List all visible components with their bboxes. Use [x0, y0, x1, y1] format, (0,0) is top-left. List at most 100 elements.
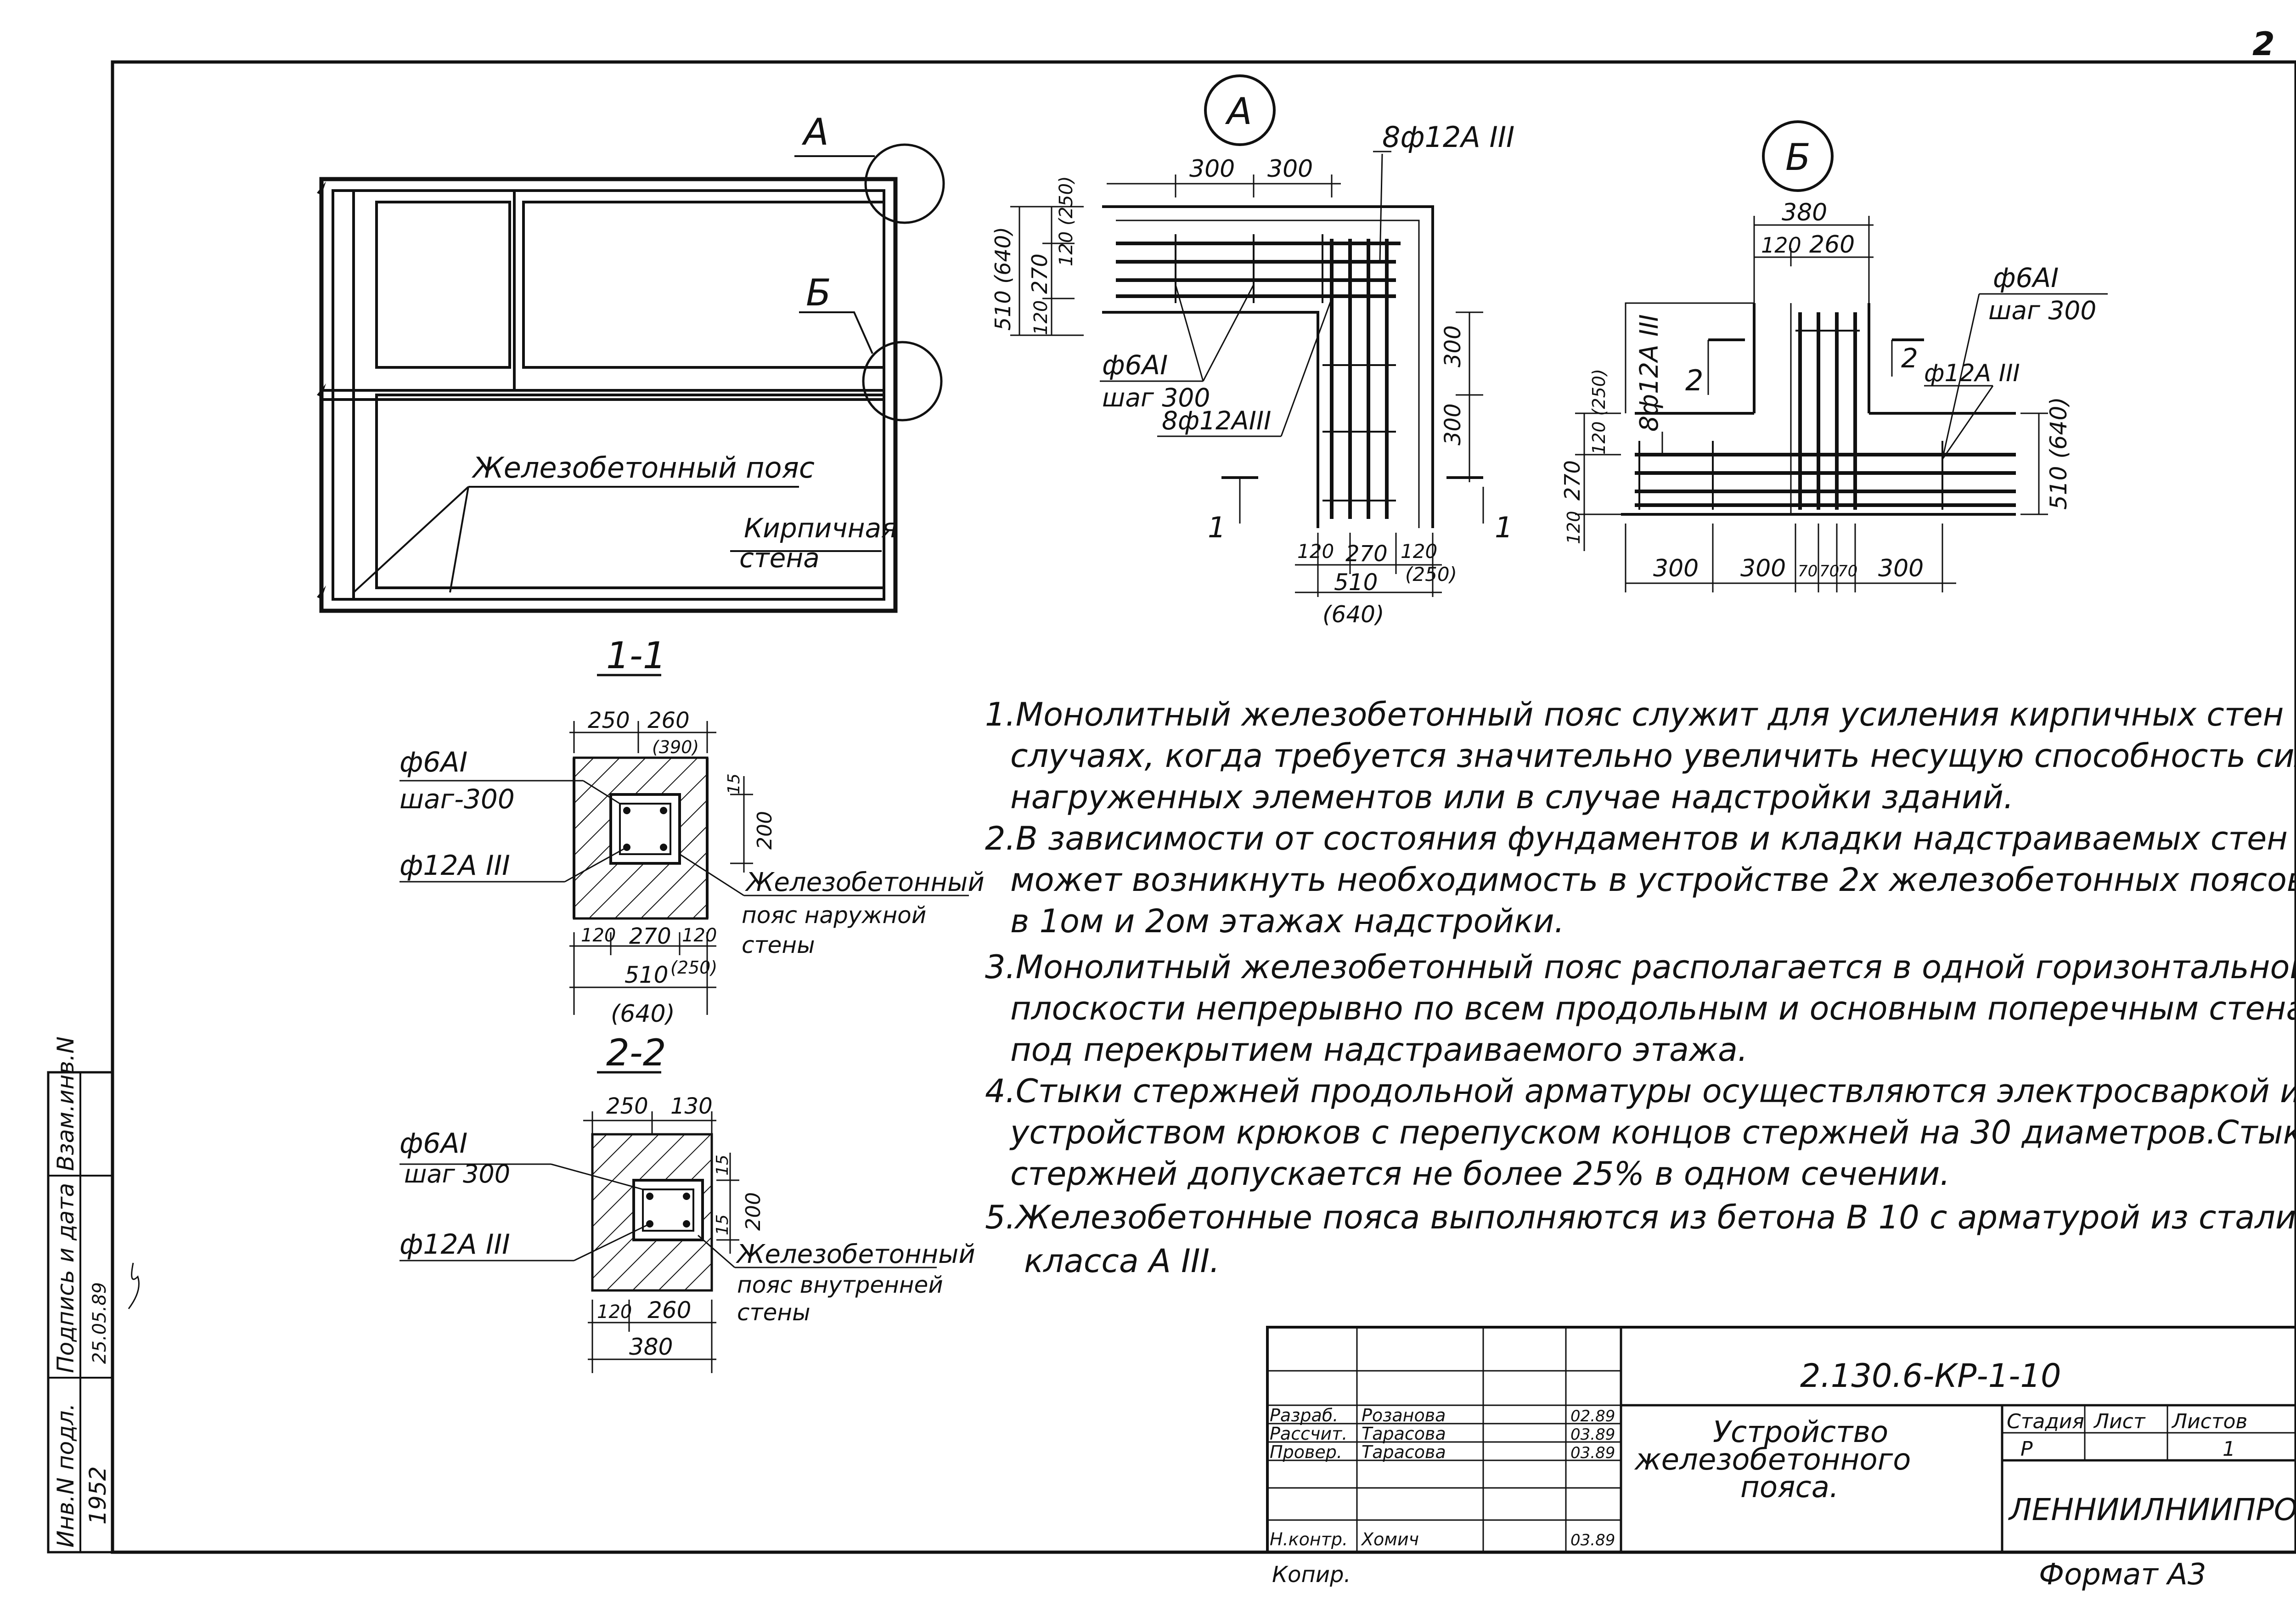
section-2-stirrup-2: шаг 300	[404, 1160, 510, 1188]
floor-plan: А Б Железобетонный пояс Кирпичная стена	[317, 111, 945, 613]
stamp-col-signature: Подпись и дата	[52, 1183, 79, 1373]
section-2-dim-120: 120	[597, 1301, 632, 1323]
stage-value: Р	[2020, 1437, 2033, 1461]
row-0-date: 02.89	[1570, 1407, 1615, 1425]
detail-a-stirrup-1: ф6АI	[1102, 349, 1168, 381]
row-0-role: Разраб.	[1270, 1405, 1338, 1425]
detail-a-dim-510-640: 510 (640)	[990, 227, 1015, 331]
detail-b-b70-3: 70	[1838, 562, 1857, 580]
detail-a-bottom-250: (250)	[1405, 563, 1457, 586]
note-line: нагруженных элементов или в случае надст…	[1010, 778, 2014, 816]
section-2-2: 2-2 250 130 ф6АI шаг 300 ф12А III 15 200…	[400, 1031, 975, 1373]
section-1-rebar: ф12А III	[400, 850, 510, 882]
note-line: может возникнуть необходимость в устройс…	[1010, 861, 2296, 899]
detail-a-rebar-bottom: 8ф12АIII	[1162, 406, 1271, 435]
section-2-stirrup-1: ф6АI	[400, 1127, 467, 1160]
section-1-callout-2: пояс наружной	[742, 902, 926, 929]
row-1-role: Рассчит.	[1270, 1424, 1347, 1444]
note-line: 1.Монолитный железобетонный пояс служит …	[985, 696, 2296, 733]
drawing-title-3: пояса.	[1740, 1470, 1839, 1504]
detail-a-dim-300-2: 300	[1267, 155, 1313, 183]
note-line: устройством крюков с перепуском концов с…	[1010, 1114, 2296, 1151]
detail-b-b300-2: 300	[1740, 555, 1786, 582]
section-2-callout-3: стены	[737, 1299, 810, 1326]
detail-b: Б 380 120 260 ф6АI шаг 30	[1560, 120, 2108, 592]
row-3-date: 03.89	[1570, 1531, 1615, 1549]
detail-b-section-right: 2	[1901, 343, 1918, 374]
detail-b-dim-260: 260	[1809, 231, 1855, 259]
page-number: 2	[2252, 25, 2275, 63]
detail-a-dim-v300-2: 300	[1440, 403, 1466, 445]
detail-a-bottom-510: 510	[1334, 569, 1378, 596]
stage-header: Стадия	[2007, 1410, 2084, 1433]
detail-a: А 8ф12А III 300 300	[990, 74, 1514, 628]
section-1-dim-250b: (250)	[670, 957, 717, 978]
section-1-dim-15: 15	[725, 773, 743, 794]
row-2-date: 03.89	[1570, 1444, 1615, 1462]
section-1-title: 1-1	[606, 634, 666, 677]
detail-a-stirrup-2: шаг 300	[1102, 383, 1210, 412]
note-line: в 1ом и 2ом этажах надстройки.	[1010, 902, 1564, 940]
detail-b-section-left: 2	[1685, 364, 1703, 397]
row-2-role: Провер.	[1270, 1442, 1342, 1462]
sheet-format: Формат А3	[2039, 1558, 2206, 1592]
title-block: 2.130.6-КР-1-10 Устройство железобетонно…	[1266, 1326, 2296, 1592]
row-0-name: Розанова	[1362, 1405, 1446, 1425]
section-1-stirrup-2: шаг-300	[400, 783, 515, 815]
detail-a-dim-v300-1: 300	[1440, 325, 1466, 367]
detail-b-dim-270: 270	[1560, 460, 1585, 501]
plan-wall-label-1: Кирпичная	[744, 513, 897, 544]
section-1-dim-120: 120	[581, 925, 616, 946]
section-1-callout-3: стены	[742, 932, 815, 958]
section-1-dim-120b: 120	[682, 925, 717, 946]
detail-b-stirrup-2: шаг 300	[1988, 296, 2096, 325]
stamp-inv-number: 1952	[84, 1466, 111, 1525]
section-2-dim-250: 250	[606, 1093, 648, 1119]
section-2-dim-260: 260	[647, 1297, 691, 1324]
detail-a-bottom-270: 270	[1345, 541, 1388, 567]
detail-b-marker: Б	[1785, 136, 1811, 179]
section-2-callout-1: Железобетонный	[736, 1239, 975, 1269]
stamp-col-inv-orig: Инв.N подл.	[52, 1403, 79, 1548]
detail-b-rebar-left: 8ф12А III	[1634, 314, 1664, 432]
section-1-dim-390: (390)	[652, 737, 699, 757]
sheet-header: Лист	[2093, 1410, 2146, 1433]
section-2-dim-15b: 15	[713, 1214, 732, 1235]
section-1-dim-510: 510	[625, 962, 668, 988]
section-1-1: 1-1 250 260 (390) ф6АI шаг-300 ф12А III …	[400, 634, 985, 1028]
detail-a-dim-270: 270	[1027, 253, 1052, 294]
detail-a-bottom-640: (640)	[1322, 601, 1384, 628]
row-1-name: Тарасова	[1362, 1424, 1446, 1444]
section-1-dim-250: 250	[588, 708, 630, 733]
section-2-dim-200: 200	[742, 1192, 765, 1231]
section-1-dim-260: 260	[647, 708, 690, 733]
note-line: 5.Железобетонные пояса выполняются из бе…	[985, 1199, 2296, 1236]
drawing-code: 2.130.6-КР-1-10	[1800, 1357, 2061, 1395]
section-2-dim-380: 380	[629, 1334, 673, 1360]
stamp-date: 25.05.89	[89, 1282, 110, 1364]
row-1-date: 03.89	[1570, 1425, 1615, 1444]
detail-a-bottom-120: 120	[1297, 540, 1334, 563]
detail-b-dim-120: 120	[1761, 233, 1801, 258]
detail-b-dim-120b: 120	[1564, 511, 1584, 544]
note-line: под перекрытием надстраиваемого этажа.	[1010, 1031, 1748, 1069]
sheets-value: 1	[2223, 1437, 2235, 1461]
detail-a-dim-120-250: 120 (250)	[1056, 176, 1077, 266]
section-1-callout-1: Железобетонный	[745, 867, 985, 897]
drawing-title-1: Устройство	[1713, 1415, 1888, 1449]
section-1-stirrup-1: ф6АI	[400, 746, 467, 778]
detail-b-dim-510-640: 510 (640)	[2045, 397, 2072, 510]
detail-b-dim-120-250: 120 (250)	[1589, 369, 1609, 455]
detail-b-b70-1: 70	[1798, 562, 1818, 580]
section-1-dim-640: (640)	[611, 1000, 675, 1028]
row-3-name: Хомич	[1361, 1529, 1419, 1549]
section-2-callout-2: пояс внутренней	[737, 1272, 943, 1298]
detail-a-dim-120: 120	[1030, 300, 1052, 335]
note-line: класса А III.	[1024, 1242, 1220, 1280]
detail-b-b300-3: 300	[1878, 555, 1924, 582]
sheet-frame	[111, 60, 2296, 1554]
callout-circle-b	[862, 341, 943, 422]
detail-b-stirrup-1: ф6АI	[1993, 262, 2059, 293]
detail-a-section-left: 1	[1208, 511, 1226, 544]
